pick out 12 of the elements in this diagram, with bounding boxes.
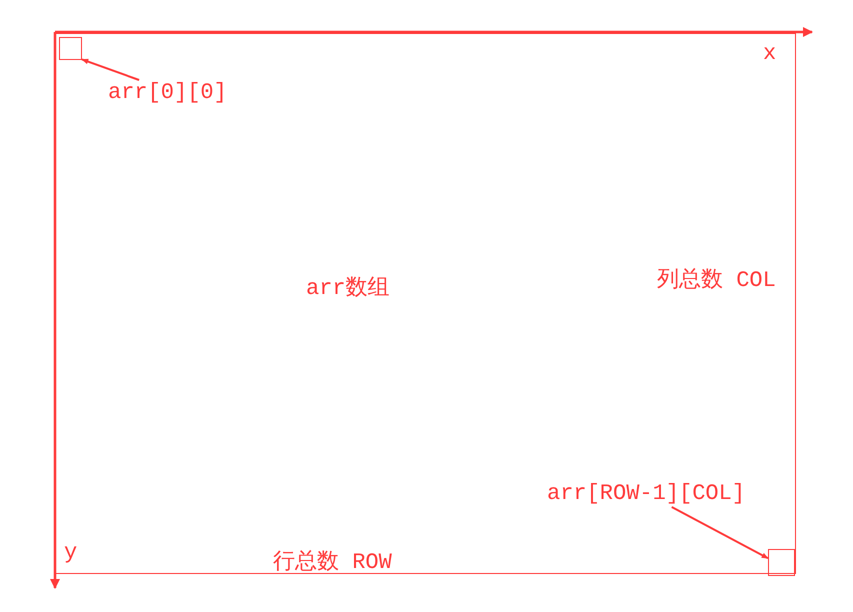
array-cell (59, 37, 82, 60)
array-rectangle (55, 33, 796, 574)
array-title: arr数组 (306, 276, 390, 302)
axis-label: x (763, 41, 776, 67)
array-cell (768, 549, 795, 576)
dimension-label: 行总数 ROW (273, 550, 392, 576)
cell-label: arr[ROW-1][COL] (547, 481, 746, 507)
cell-label: arr[0][0] (108, 80, 227, 106)
axis-label: y (64, 540, 78, 566)
leader-arrow (81, 58, 140, 81)
dimension-label: 列总数 COL (657, 268, 776, 294)
leader-arrow (671, 506, 769, 560)
